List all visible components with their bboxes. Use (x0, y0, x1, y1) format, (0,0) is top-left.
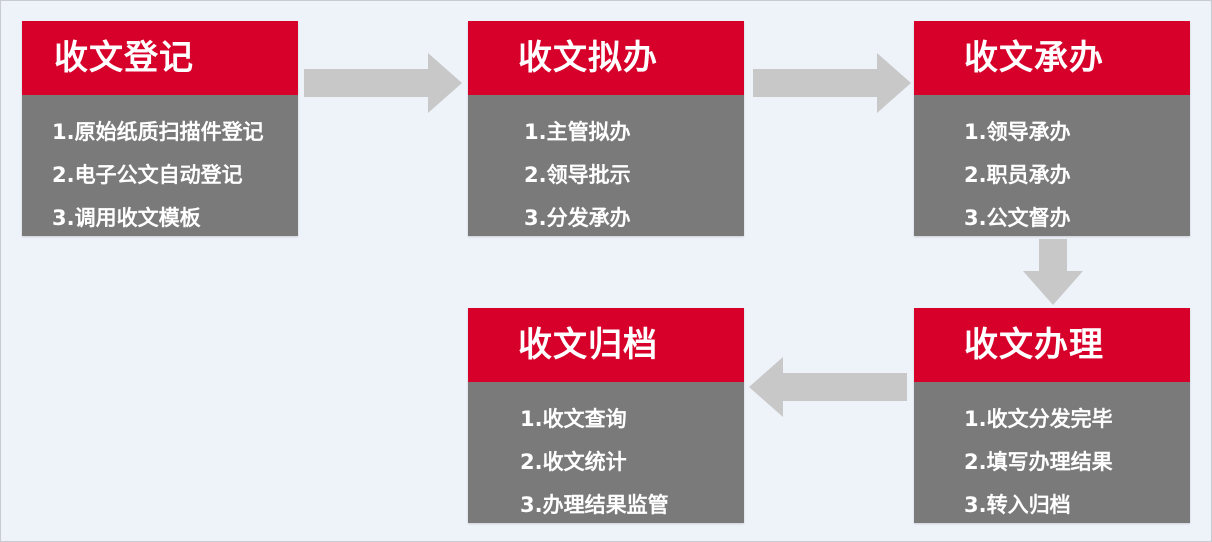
step-card-register: 收文登记 1.原始纸质扫描件登记 2.电子公文自动登记 3.调用收文模板 (22, 21, 298, 236)
step-item: 1.收文查询 (520, 407, 627, 431)
arrow-down-icon (1023, 239, 1083, 305)
step-body: 1.收文分发完毕 2.填写办理结果 3.转入归档 (914, 382, 1190, 523)
step-item: 2.职员承办 (964, 163, 1071, 187)
step-item: 2.收文统计 (520, 450, 627, 474)
arrow-right-icon (753, 53, 911, 113)
step-body: 1.领导承办 2.职员承办 3.公文督办 (914, 95, 1190, 236)
step-card-process: 收文办理 1.收文分发完毕 2.填写办理结果 3.转入归档 (914, 308, 1190, 523)
step-title: 收文登记 (22, 21, 298, 95)
step-item: 2.领导批示 (524, 163, 631, 187)
step-item: 3.分发承办 (524, 206, 631, 230)
step-item: 1.领导承办 (964, 120, 1071, 144)
step-body: 1.主管拟办 2.领导批示 3.分发承办 (468, 95, 744, 236)
step-item: 3.转入归档 (964, 493, 1071, 517)
step-body: 1.收文查询 2.收文统计 3.办理结果监管 (468, 382, 744, 523)
step-item: 3.调用收文模板 (52, 206, 201, 230)
step-item: 1.原始纸质扫描件登记 (52, 120, 264, 144)
arrow-left-icon (749, 357, 907, 417)
step-title: 收文归档 (468, 308, 744, 382)
step-card-draft: 收文拟办 1.主管拟办 2.领导批示 3.分发承办 (468, 21, 744, 236)
step-body: 1.原始纸质扫描件登记 2.电子公文自动登记 3.调用收文模板 (22, 95, 298, 236)
step-item: 2.电子公文自动登记 (52, 163, 243, 187)
step-card-undertake: 收文承办 1.领导承办 2.职员承办 3.公文督办 (914, 21, 1190, 236)
step-title: 收文承办 (914, 21, 1190, 95)
step-item: 3.公文督办 (964, 206, 1071, 230)
step-item: 1.主管拟办 (524, 120, 631, 144)
step-item: 1.收文分发完毕 (964, 407, 1113, 431)
step-title: 收文办理 (914, 308, 1190, 382)
step-title: 收文拟办 (468, 21, 744, 95)
step-item: 3.办理结果监管 (520, 493, 669, 517)
arrow-right-icon (304, 53, 462, 113)
step-item: 2.填写办理结果 (964, 450, 1113, 474)
step-card-archive: 收文归档 1.收文查询 2.收文统计 3.办理结果监管 (468, 308, 744, 523)
